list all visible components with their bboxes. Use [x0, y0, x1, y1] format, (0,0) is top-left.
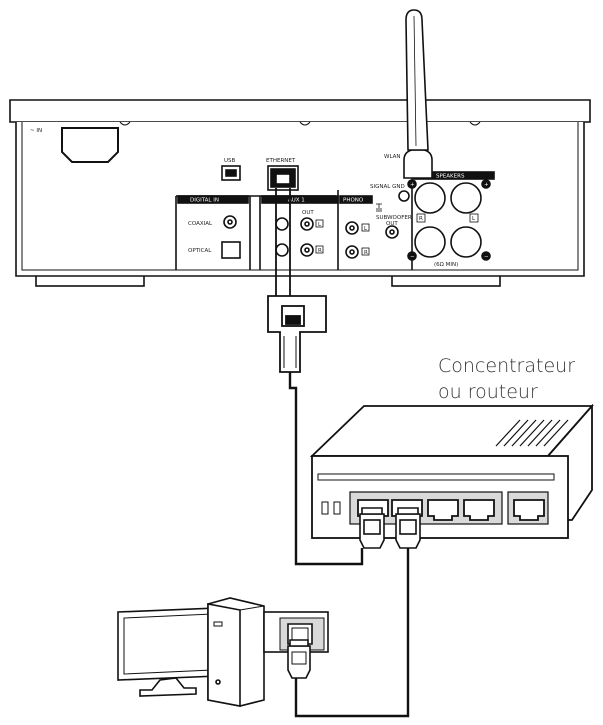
digital-in-header	[177, 195, 249, 204]
aux-out-label: OUT	[302, 210, 314, 216]
signal-gnd-terminal	[398, 190, 410, 202]
aux-out-jack-right	[300, 243, 314, 257]
phono-jack-right	[345, 245, 359, 259]
amplifier-top-cover	[9, 99, 591, 123]
ground-symbol	[376, 203, 382, 212]
speaker-terminal-minus-right	[414, 226, 446, 258]
router-caption-line2: ou routeur	[438, 381, 538, 403]
ethernet-cable-amplifier	[267, 188, 364, 566]
subwoofer-out-label: OUT	[386, 221, 398, 227]
optical-label: OPTICAL	[188, 248, 212, 254]
router-port-3	[427, 499, 459, 521]
phono-left-label: L	[364, 226, 368, 232]
computer-monitor-stand	[139, 677, 197, 697]
ac-inlet	[61, 127, 119, 163]
plus-label-left: +	[484, 182, 489, 188]
ac-in-label: ~ IN	[30, 128, 42, 134]
rj45-plug-computer	[287, 639, 311, 679]
optical-port	[221, 241, 241, 259]
rj45-plugs-router	[294, 507, 421, 718]
aux-left-label: L	[318, 222, 322, 228]
speaker-terminal-plus-left	[450, 182, 482, 214]
phono-header	[339, 195, 373, 204]
minus-label-right: −	[410, 254, 415, 260]
aux1-label: AUX 1	[288, 198, 305, 204]
signal-gnd-label: SIGNAL GND	[370, 184, 405, 190]
router-led-2	[333, 501, 341, 515]
phono-right-label: R	[364, 250, 368, 256]
minus-label-left: −	[484, 254, 489, 260]
ethernet-label: ETHERNET	[266, 158, 296, 164]
aux-out-jack-left	[300, 217, 314, 231]
wlan-antenna	[403, 9, 433, 179]
device-labels: ~ IN USB ETHERNET WLAN SIGNAL GND SPEAKE…	[30, 128, 489, 268]
speakers-label: SPEAKERS	[436, 174, 465, 180]
router-port-4	[463, 499, 495, 521]
usb-label: USB	[224, 158, 236, 164]
coaxial-jack	[223, 215, 237, 229]
router-device	[309, 403, 594, 539]
router-led-1	[321, 501, 329, 515]
phono-jack-left	[345, 221, 359, 235]
impedance-label: (6Ω MIN)	[434, 262, 458, 268]
plus-label-right: +	[410, 182, 415, 188]
wlan-label: WLAN	[384, 154, 401, 160]
digital-in-label: DIGITAL IN	[190, 198, 219, 204]
subwoofer-label: SUBWOOFER	[376, 215, 412, 221]
router-caption: Concentrateur ou routeur	[438, 355, 575, 403]
speaker-terminal-plus-right	[414, 182, 446, 214]
router-port-uplink	[513, 499, 545, 521]
speaker-left-label: L	[472, 216, 476, 222]
coaxial-label: COAXIAL	[188, 221, 213, 227]
router-caption-line1: Concentrateur	[438, 355, 575, 377]
aux-right-label: R	[318, 248, 322, 254]
phono-label: PHONO	[343, 198, 364, 204]
subwoofer-out-jack	[385, 225, 399, 239]
amplifier-rear-panel	[9, 99, 591, 287]
speaker-terminal-minus-left	[450, 226, 482, 258]
speaker-right-label: R	[419, 216, 423, 222]
